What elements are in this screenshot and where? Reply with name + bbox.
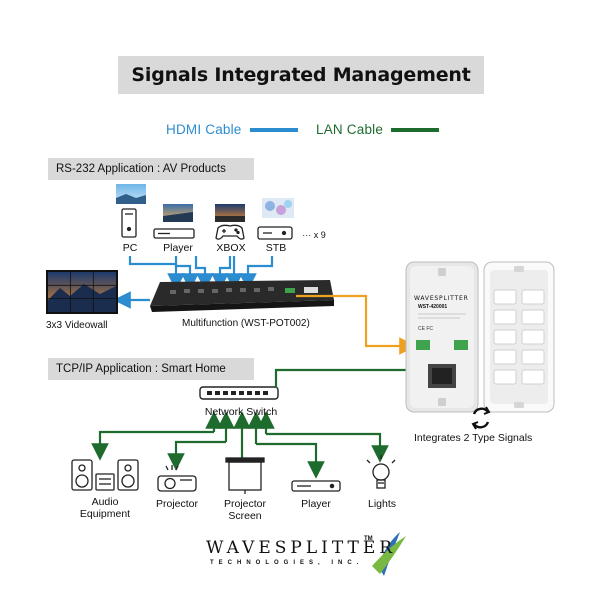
wallplate-model: WST-420001 [418,304,448,310]
media-player-icon [291,480,341,492]
legend-lan-label: LAN Cable [316,122,384,137]
wall-plate-keypad [483,261,555,413]
videowall-label: 3x3 Videowall [46,320,108,331]
rs232-heading-text: RS-232 Application : AV Products [56,163,226,175]
wallplate-brand: WAVESPLITTER [414,295,469,302]
legend-hdmi-label: HDMI Cable [166,122,242,137]
tcpip-heading-text: TCP/IP Application : Smart Home [56,363,226,375]
rs232-section-heading: RS-232 Application : AV Products [48,158,254,180]
rs232-wire [296,294,417,355]
legend-lan-swatch [391,127,440,132]
legend-hdmi-swatch [249,127,298,132]
light-bulb-icon [366,455,396,489]
game-controller-icon [215,224,245,240]
pc-thumbnail [116,184,146,204]
wavesplitter-swoosh-icon [372,532,406,576]
device-label-player: Player [301,498,331,510]
projection-screen-icon [225,457,265,494]
device-label-lights: Lights [367,498,397,510]
device-label-screen: Projector Screen [223,498,266,522]
footer-trademark: TM [364,536,373,542]
matrix-device [150,280,334,312]
tcpip-section-heading: TCP/IP Application : Smart Home [48,358,254,380]
projector-icon [157,465,197,492]
player-thumbnail [163,204,193,222]
title-banner: Signals Integrated Management [118,56,484,94]
network-switch-label: Network Switch [204,406,278,418]
footer-brand: WAVESPLITTER [206,538,397,558]
wall-plate-controller: CE FC [405,261,479,413]
source-label-stb: STB [265,242,287,254]
videowall-display [46,270,118,314]
device-label-projector: Projector [155,498,198,510]
legend-lan: LAN Cable [316,122,440,137]
network-switch-icon [199,386,279,400]
legend-hdmi: HDMI Cable [166,122,298,137]
lan-wires [91,367,445,479]
svg-text:CE FC: CE FC [418,326,433,332]
source-label-pc: PC [122,242,138,254]
pc-tower-icon [121,208,137,238]
xbox-thumbnail [215,204,245,222]
more-sources-label: ··· x 9 [302,230,326,240]
footer-tagline: TECHNOLOGIES, INC. [210,560,364,566]
page-title: Signals Integrated Management [131,64,471,86]
integrate-caption: Integrates 2 Type Signals [414,432,533,444]
hdmi-source-wires [113,256,274,309]
matrix-caption: Multifunction (WST-POT002) [182,318,310,329]
source-label-player: Player [163,242,193,254]
set-top-box-icon [257,226,293,240]
sync-cycle-icon [471,406,491,430]
source-label-xbox: XBOX [216,242,246,254]
speaker-icon [71,459,139,491]
media-player-icon [153,228,195,239]
device-label-audio: Audio Equipment [79,496,131,520]
stb-thumbnail [262,198,294,218]
